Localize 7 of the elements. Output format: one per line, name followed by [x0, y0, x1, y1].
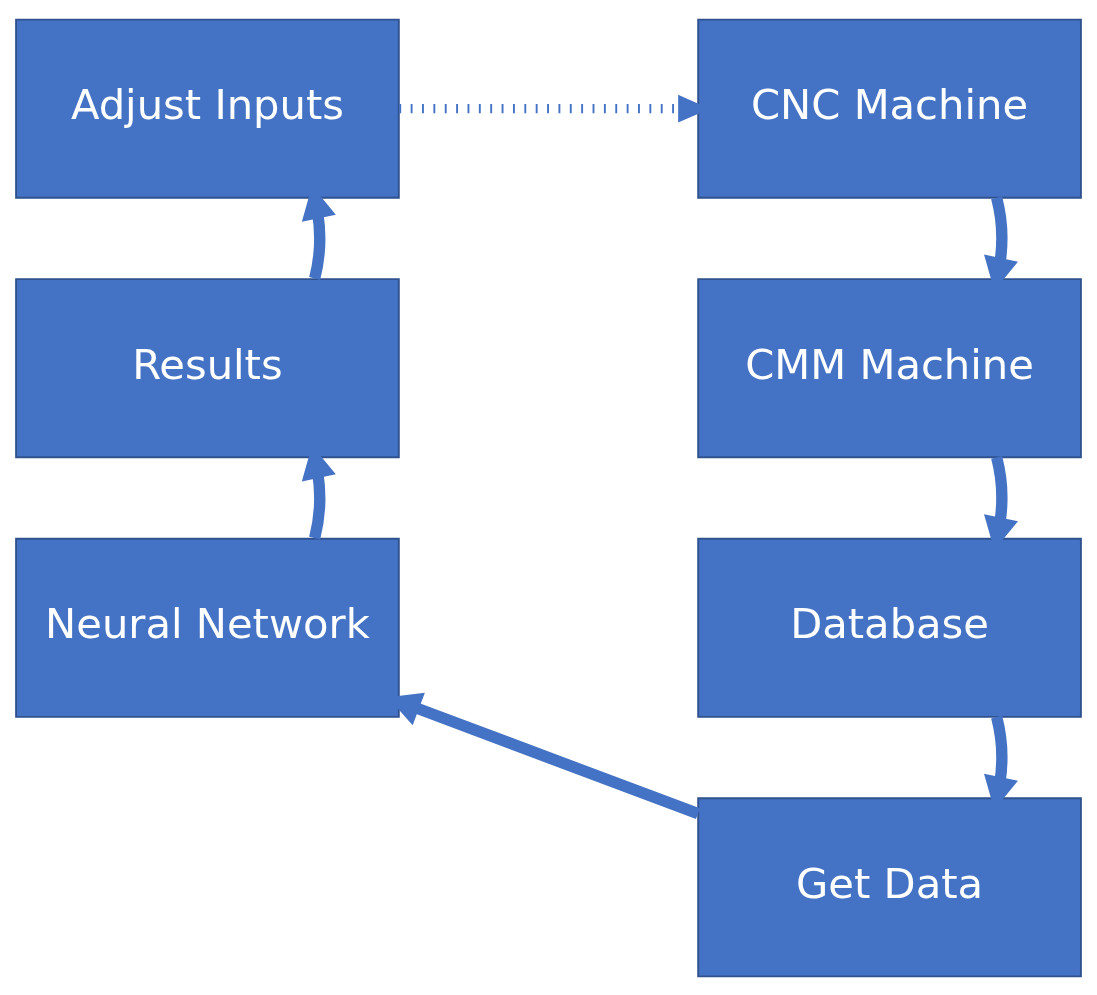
node-box: Neural Network — [15, 537, 400, 718]
node-box: CMM Machine — [697, 277, 1082, 458]
node-box: CNC Machine — [697, 18, 1082, 199]
node-box: Get Data — [697, 796, 1082, 977]
node-box: Adjust Inputs — [15, 18, 400, 199]
node-box: Database — [697, 537, 1082, 718]
node-box: Results — [15, 277, 400, 458]
